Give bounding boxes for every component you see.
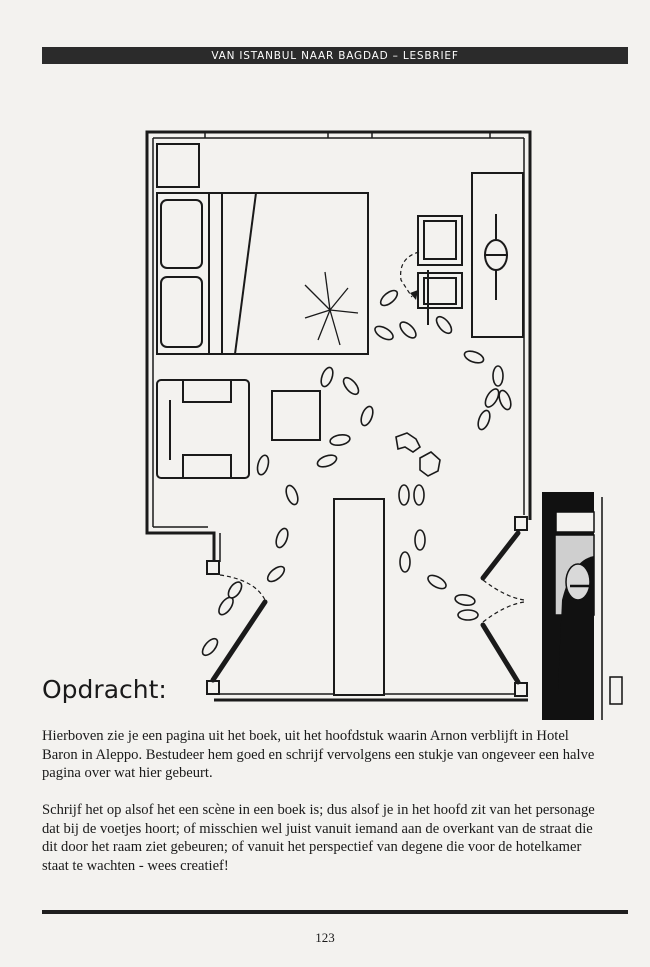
- floor-plan-illustration: [145, 130, 623, 720]
- room-walls-icon: [145, 130, 532, 702]
- assignment-paragraph-1: Hierboven zie je een pagina uit het boek…: [42, 728, 595, 781]
- door-post-icon: [514, 682, 528, 697]
- bed-icon: [156, 192, 369, 355]
- rug-icon: [333, 498, 385, 696]
- hand-prints-icon: [395, 432, 441, 477]
- desk-icon: [471, 172, 524, 338]
- figure-icon: [542, 492, 623, 720]
- assignment-paragraph-2: Schrijf het op alsof het een scène in ee…: [42, 802, 595, 874]
- assignment-heading: Opdracht:: [42, 675, 167, 704]
- page-number: 123: [315, 930, 335, 945]
- door-post-icon: [206, 560, 220, 575]
- armchair-icon: [156, 379, 250, 479]
- door-post-icon: [206, 680, 220, 695]
- table-icon: [271, 390, 321, 441]
- door-post-icon: [514, 516, 528, 531]
- chair-icon: [417, 215, 463, 325]
- header-bar: VAN ISTANBUL NAAR BAGDAD – LESBRIEF: [42, 47, 628, 64]
- footprints-icon: [201, 289, 512, 657]
- header-title: VAN ISTANBUL NAAR BAGDAD – LESBRIEF: [211, 49, 459, 62]
- footer-rule: [42, 910, 628, 914]
- nightstand-icon: [156, 143, 200, 188]
- door-icon: [210, 530, 521, 685]
